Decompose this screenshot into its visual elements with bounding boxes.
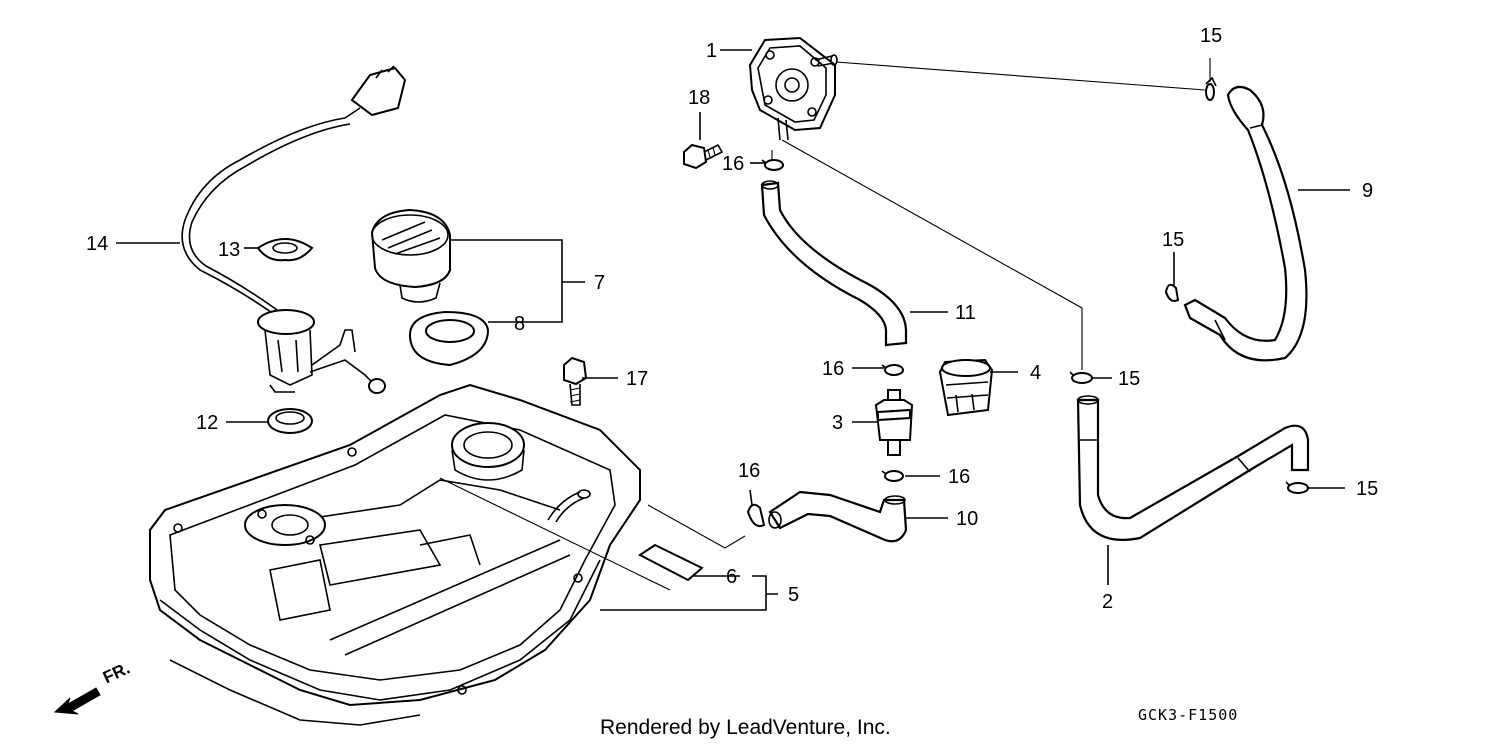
- bolt-18[interactable]: [683, 143, 724, 170]
- fuel-filter[interactable]: [874, 389, 914, 456]
- filler-cap-seal[interactable]: [408, 310, 490, 367]
- hose-clip-16-left[interactable]: [746, 503, 766, 528]
- fuel-hose-2[interactable]: [1076, 398, 1310, 541]
- callout-4: 4: [1030, 362, 1041, 384]
- diagram-code: GCK3-F1500: [1138, 706, 1239, 724]
- callout-16-top: 16: [722, 153, 744, 175]
- fuel-cut-relay[interactable]: [938, 358, 994, 417]
- fuel-hose-10[interactable]: [768, 490, 908, 543]
- callout-8: 8: [514, 313, 525, 335]
- callout-labels: 1 2 3 4 5 6 7 8 9 10 11 12 13 14 15 15 1…: [86, 25, 1378, 613]
- hose-clip-16-filter-bottom[interactable]: [881, 470, 904, 482]
- callout-5: 5: [788, 584, 799, 606]
- front-direction-arrow: [53, 687, 101, 715]
- fuel-hose-11[interactable]: [760, 181, 908, 347]
- callout-16-filter-bottom: 16: [948, 466, 970, 488]
- leader-lines: [116, 49, 1350, 611]
- callout-7: 7: [594, 272, 605, 294]
- reference-lines: [439, 58, 1211, 591]
- hose-clip-15-top[interactable]: [1205, 76, 1217, 101]
- callout-10: 10: [956, 508, 978, 530]
- fuel-tank[interactable]: [149, 383, 641, 726]
- callout-17: 17: [626, 368, 648, 390]
- callout-18: 18: [688, 87, 710, 109]
- hose-clip-15-right[interactable]: [1285, 481, 1309, 494]
- callout-16-left: 16: [738, 460, 760, 482]
- hose-clip-15-mid[interactable]: [1164, 283, 1180, 302]
- hose-clip-15-left[interactable]: [1069, 371, 1093, 384]
- callout-6: 6: [726, 566, 737, 588]
- callout-15-right: 15: [1356, 478, 1378, 500]
- fuel-unit-packing[interactable]: [267, 408, 313, 434]
- callout-13: 13: [218, 239, 240, 261]
- callout-11: 11: [955, 302, 976, 324]
- callout-1: 1: [706, 40, 717, 62]
- hose-clip-16-filter-top[interactable]: [881, 364, 904, 376]
- callout-15-mid: 15: [1162, 229, 1184, 251]
- callout-12: 12: [196, 412, 218, 434]
- fuel-hose-9[interactable]: [1183, 85, 1308, 362]
- hose-clip-16-top[interactable]: [761, 159, 784, 171]
- fuel-filler-cap[interactable]: [370, 208, 451, 303]
- callout-2: 2: [1102, 591, 1113, 613]
- fuel-unit-lock-ring[interactable]: [256, 238, 314, 262]
- callout-3: 3: [832, 412, 843, 434]
- callout-15-left: 15: [1118, 368, 1140, 390]
- render-credit: Rendered by LeadVenture, Inc.: [600, 716, 891, 739]
- callout-15-top: 15: [1200, 25, 1222, 47]
- seal-pad[interactable]: [638, 543, 704, 582]
- callout-9: 9: [1362, 180, 1373, 202]
- fuel-unit[interactable]: [181, 65, 407, 394]
- fuel-pump[interactable]: [748, 36, 838, 141]
- callout-14: 14: [86, 233, 108, 255]
- callout-16-filter-top: 16: [822, 358, 844, 380]
- bolt-17[interactable]: [563, 356, 588, 406]
